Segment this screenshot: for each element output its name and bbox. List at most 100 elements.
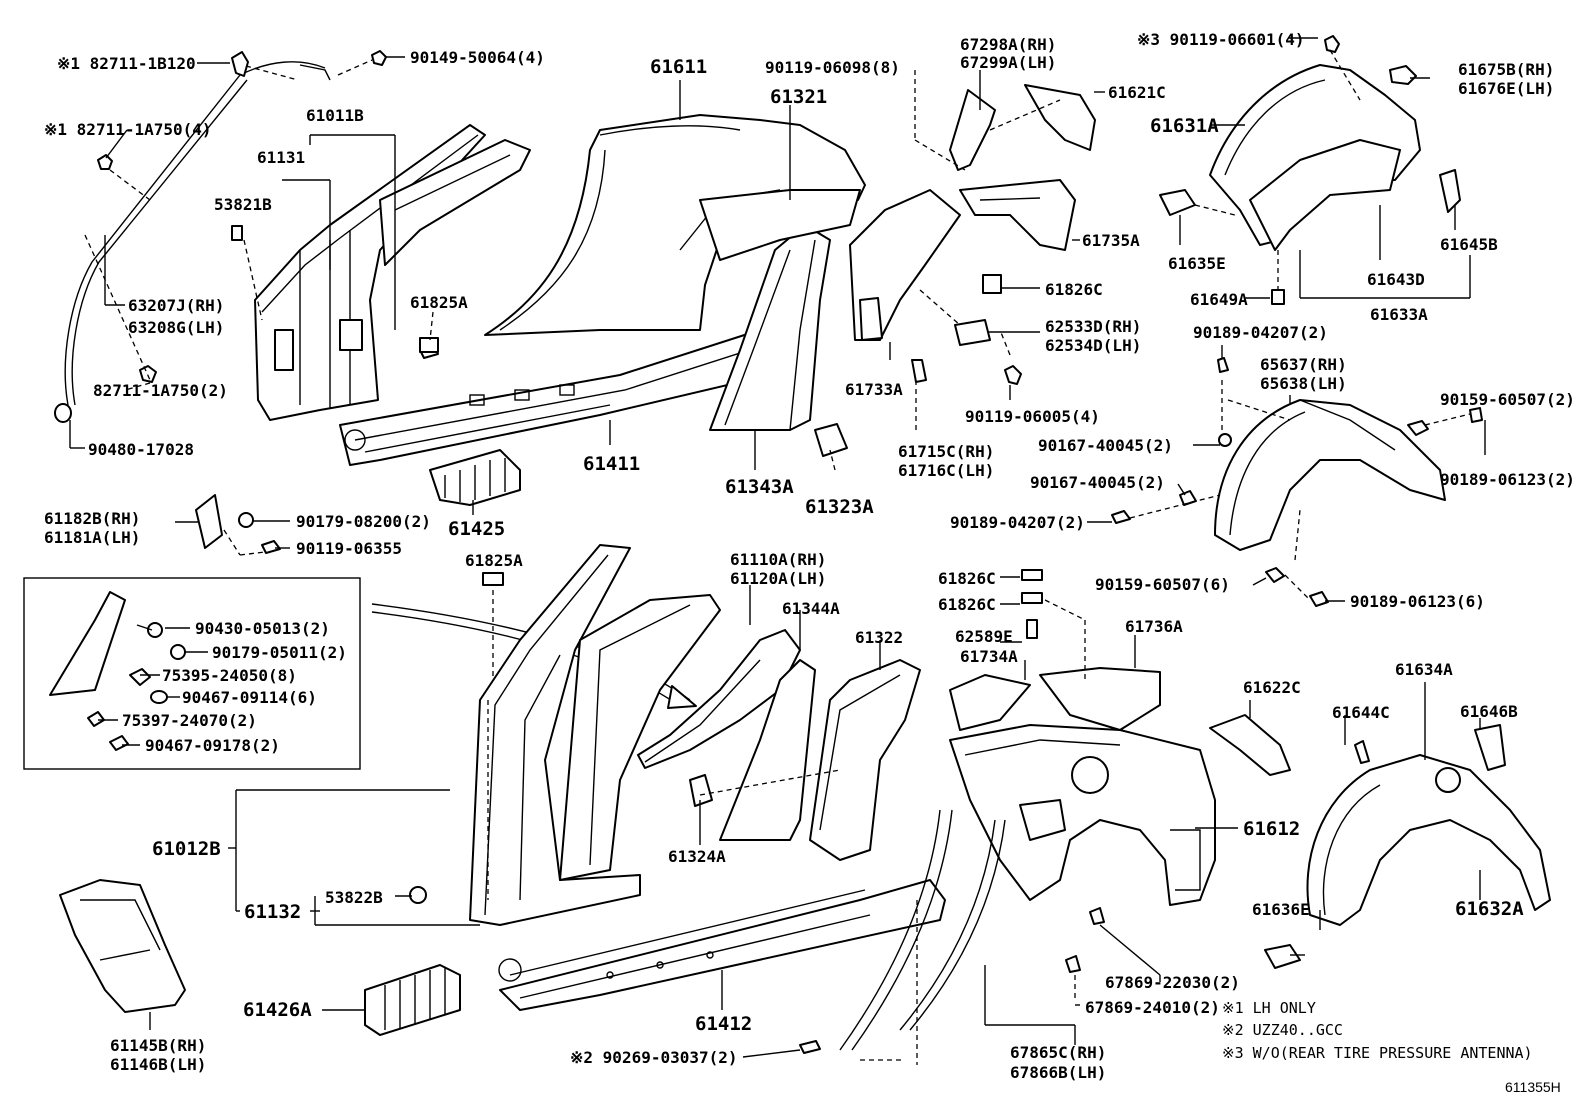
label-61735a: 61735A: [1082, 231, 1140, 250]
leader-lines: [69, 37, 1486, 1065]
label-53821b: 53821B: [214, 195, 272, 214]
wheelhouse-inner-part: [1159, 35, 1461, 305]
label-90467-09178: 90467-09178(2): [145, 736, 280, 755]
label-90119-06098: 90119-06098(8): [765, 58, 900, 77]
label-61343a: 61343A: [725, 476, 794, 498]
label-61676e: 61676E(LH): [1458, 79, 1554, 98]
label-90149-50064: 90149-50064(4): [410, 48, 545, 67]
label-90159-60507-b: 90159-60507(6): [1095, 575, 1230, 594]
label-67865c: 67865C(RH): [1010, 1043, 1106, 1062]
label-61132: 61132: [244, 901, 301, 923]
label-61636e: 61636E: [1252, 900, 1310, 919]
label-61644c: 61644C: [1332, 703, 1390, 722]
label-67869-24010: 67869-24010(2): [1085, 998, 1220, 1017]
label-75395-24050: 75395-24050(8): [162, 666, 297, 685]
lower-front-pillar-part: [409, 544, 721, 926]
label-61110a: 61110A(RH): [730, 550, 826, 569]
inset-box: [23, 577, 361, 770]
label-82711-1a750: 82711-1A750(2): [93, 381, 228, 400]
label-62589e: 62589E: [955, 627, 1013, 646]
label-90179-05011: 90179-05011(2): [212, 643, 347, 662]
label-90119-06355: 90119-06355: [296, 539, 402, 558]
label-61634a: 61634A: [1395, 660, 1453, 679]
label-67866b: 67866B(LH): [1010, 1063, 1106, 1082]
label-61826c-top: 61826C: [1045, 280, 1103, 299]
61622c-part: [1209, 714, 1291, 776]
label-67869-22030: 67869-22030(2): [1105, 973, 1240, 992]
label-61322: 61322: [855, 628, 903, 647]
label-61675b: 61675B(RH): [1458, 60, 1554, 79]
label-62534d: 62534D(LH): [1045, 336, 1141, 355]
label-61321: 61321: [770, 86, 827, 108]
note-wo-antenna: ※3 W/O(REAR TIRE PRESSURE ANTENNA): [1222, 1044, 1533, 1062]
label-61611: 61611: [650, 56, 707, 78]
label-61631a: 61631A: [1150, 115, 1219, 137]
wheelhouse-outer-part: [1264, 724, 1551, 969]
label-61131: 61131: [257, 148, 305, 167]
note-uzz40: ※2 UZZ40..GCC: [1222, 1021, 1343, 1039]
label-61182b: 61182B(RH): [44, 509, 140, 528]
label-61612: 61612: [1243, 818, 1300, 840]
61145b-part: [59, 879, 186, 1013]
label-61643d: 61643D: [1367, 270, 1425, 289]
label-61425: 61425: [448, 518, 505, 540]
label-61145b: 61145B(RH): [110, 1036, 206, 1055]
note-lh-only: ※1 LH ONLY: [1222, 999, 1316, 1017]
quarter-panel-part: [949, 569, 1216, 906]
label-67298a: 67298A(RH): [960, 35, 1056, 54]
label-90167-40045-b: 90167-40045(2): [1030, 473, 1165, 492]
part-labels: ※1 82711-1B120 90149-50064(4) ※1 82711-1…: [44, 30, 1575, 1082]
label-61715c: 61715C(RH): [898, 442, 994, 461]
label-62533d: 62533D(RH): [1045, 317, 1141, 336]
label-61622c: 61622C: [1243, 678, 1301, 697]
label-61826c-mid2: 61826C: [938, 595, 996, 614]
label-90189-04207-top: 90189-04207(2): [1193, 323, 1328, 342]
label-61146b: 61146B(LH): [110, 1055, 206, 1074]
label-61344a: 61344A: [782, 599, 840, 618]
label-61645b: 61645B: [1440, 235, 1498, 254]
rocker-lower-part: [498, 879, 946, 1011]
label-290269-03037: ※2 90269-03037(2): [570, 1048, 738, 1067]
label-90480-17028: 90480-17028: [88, 440, 194, 459]
label-61716c: 61716C(LH): [898, 461, 994, 480]
fender-liner-part: [1111, 357, 1483, 607]
label-61181a: 61181A(LH): [44, 528, 140, 547]
label-61120a: 61120A(LH): [730, 569, 826, 588]
label-61635e: 61635E: [1168, 254, 1226, 273]
drip-molding-part: [54, 50, 387, 423]
label-63207j: 63207J(RH): [128, 296, 224, 315]
label-61632a: 61632A: [1455, 898, 1524, 920]
label-61736a: 61736A: [1125, 617, 1183, 636]
label-61825a-lower: 61825A: [465, 551, 523, 570]
center-pillar-part: [699, 189, 861, 457]
label-90189-06123-b: 90189-06123(6): [1350, 592, 1485, 611]
label-67299a: 67299A(LH): [960, 53, 1056, 72]
label-61324a: 61324A: [668, 847, 726, 866]
label-61733a: 61733A: [845, 380, 903, 399]
label-61411: 61411: [583, 453, 640, 475]
label-53822b: 53822B: [325, 888, 383, 907]
label-61825a-top: 61825A: [410, 293, 468, 312]
rear-inner-panel-part: [849, 84, 1096, 385]
label-61011b: 61011B: [306, 106, 364, 125]
label-61012b: 61012B: [152, 838, 221, 860]
molding-67865c-part: [799, 799, 1105, 1054]
label-75397-24070: 75397-24070(2): [122, 711, 257, 730]
label-90430-05013: 90430-05013(2): [195, 619, 330, 638]
label-182711-1a750: ※1 82711-1A750(4): [44, 120, 212, 139]
label-90179-08200: 90179-08200(2): [296, 512, 431, 531]
front-pillar-part: [231, 124, 531, 421]
label-90189-04207-b: 90189-04207(2): [950, 513, 1085, 532]
label-61649a: 61649A: [1190, 290, 1248, 309]
label-182711-1b120: ※1 82711-1B120: [57, 54, 196, 73]
label-61412: 61412: [695, 1013, 752, 1035]
footnotes: ※1 LH ONLY ※2 UZZ40..GCC ※3 W/O(REAR TIR…: [1222, 999, 1561, 1095]
label-90119-06005: 90119-06005(4): [965, 407, 1100, 426]
label-390119-06601: ※3 90119-06601(4): [1137, 30, 1305, 49]
61344a-part: [689, 659, 921, 861]
label-90189-06123-top: 90189-06123(2): [1440, 470, 1575, 489]
61426a-part: [364, 964, 461, 1036]
label-61826c-mid1: 61826C: [938, 569, 996, 588]
label-90159-60507-top: 90159-60507(2): [1440, 390, 1575, 409]
